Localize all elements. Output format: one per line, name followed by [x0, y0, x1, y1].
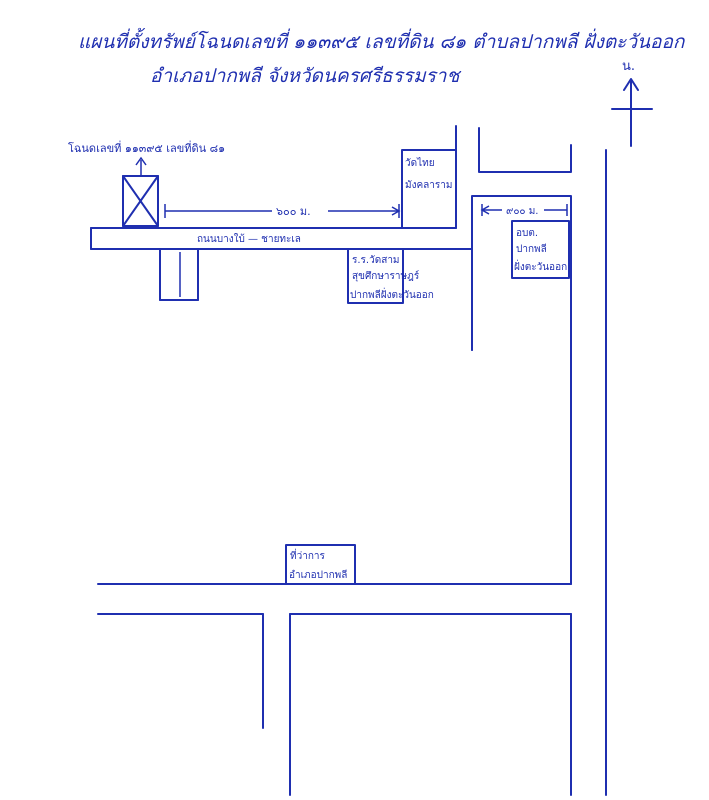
map-title-line2: อำเภอปากพลี จังหวัดนครศรีธรรมราช [150, 65, 461, 87]
property-parcel [122, 175, 159, 227]
property-pointer-arrow-icon [135, 156, 147, 176]
temple-label-line1: วัดไทย [405, 157, 435, 169]
school-label-line3: ปากพลีฝั่งตะวันออก [350, 287, 434, 301]
tao-block [471, 195, 572, 585]
upper-right-block [478, 127, 572, 173]
temple-label-line2: มังคลาราม [405, 180, 453, 191]
north-arrow-icon [611, 78, 653, 147]
map-title-line1: แผนที่ตั้งทรัพย์โฉนดเลขที่ ๑๑๓๙๕ เลขที่ด… [78, 27, 686, 53]
district-office-label-line1: ที่ว่าการ [290, 548, 325, 562]
tao-label-line1: อบต. [516, 228, 538, 239]
distance-marker-west [164, 204, 401, 218]
tao-label-line3: ฝั่งตะวันออก [514, 259, 567, 273]
north-label: น. [622, 59, 635, 74]
road-label: ถนนบางใบ้ — ชายทะเล [197, 233, 301, 245]
district-office-label-line2: อำเภอปากพลี [289, 569, 347, 581]
distance-east-label: ๙๐๐ ม. [506, 206, 538, 217]
distance-west-label: ๖๐๐ ม. [276, 205, 311, 218]
district-office [285, 544, 356, 585]
tao-office [511, 220, 570, 279]
property-label: โฉนดเลขที่ ๑๑๓๙๕ เลขที่ดิน ๘๑ [68, 140, 225, 155]
side-road-south [159, 248, 199, 301]
school-label-line2: สุขศึกษาราษฎร์ [352, 270, 420, 282]
school-landmark [347, 248, 404, 304]
school-label-line1: ร.ร.วัดสาม [352, 255, 400, 266]
temple-landmark [401, 149, 457, 229]
distance-marker-east [480, 204, 568, 216]
tao-label-line2: ปากพลี [516, 243, 547, 255]
lower-road [97, 583, 572, 796]
